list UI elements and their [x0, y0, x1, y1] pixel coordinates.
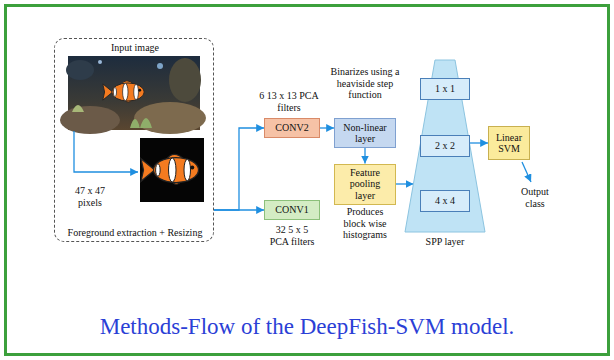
filter-note: 6 13 x 13 PCA filters: [258, 90, 320, 113]
input-photo: [60, 56, 206, 134]
box-text: Feature pooling layer: [339, 167, 391, 202]
box-text: 4 x 4: [435, 195, 455, 207]
flow-arrow: [470, 142, 489, 143]
svm-box: Linear SVM: [488, 126, 530, 160]
filter-note: 32 5 x 5 PCA filters: [266, 224, 318, 247]
spp-level-box: 4 x 4: [420, 190, 470, 212]
nonlinear-box: Non-linear layer: [334, 118, 396, 148]
flow-arrow: [396, 183, 413, 184]
output-arrow: [522, 162, 531, 182]
trapezoid-shape: [405, 60, 485, 232]
conv1-box: CONV1: [264, 200, 320, 220]
figure-caption: Methods-Flow of the DeepFish-SVM model.: [0, 314, 614, 340]
pooling-box: Feature pooling layer: [334, 164, 396, 205]
box-text: 2 x 2: [435, 140, 455, 152]
flow-arrow: [320, 127, 334, 128]
box-text: CONV2: [275, 122, 308, 134]
spp-level-box: 1 x 1: [420, 78, 470, 100]
box-text: Linear SVM: [493, 132, 525, 155]
box-text: CONV1: [275, 204, 308, 216]
size-note: 47 x 47 pixels: [65, 185, 115, 208]
output-label: Output class: [512, 186, 558, 209]
box-text: 1 x 1: [435, 83, 455, 95]
flow-arrow: [214, 128, 264, 210]
step-note: Foreground extraction + Resizing: [55, 227, 215, 239]
resize-arrow: [74, 131, 138, 172]
foreground-photo: [140, 138, 204, 202]
group-heading: Input image: [55, 42, 215, 54]
flow-arrow: [364, 148, 365, 164]
box-text: Non-linear layer: [339, 122, 391, 145]
layer-note: Produces block wise histograms: [335, 206, 395, 241]
conv2-box: CONV2: [264, 118, 320, 138]
spp-trapezoid: SPP layer1 x 12 x 24 x 4: [405, 60, 485, 232]
spp-heading: SPP layer: [395, 236, 495, 248]
spp-level-box: 2 x 2: [420, 135, 470, 157]
input-group: Input image 47 x 47 pixelsForeground extr…: [54, 38, 214, 242]
layer-note: Binarizes using a heaviside step functio…: [330, 66, 400, 101]
